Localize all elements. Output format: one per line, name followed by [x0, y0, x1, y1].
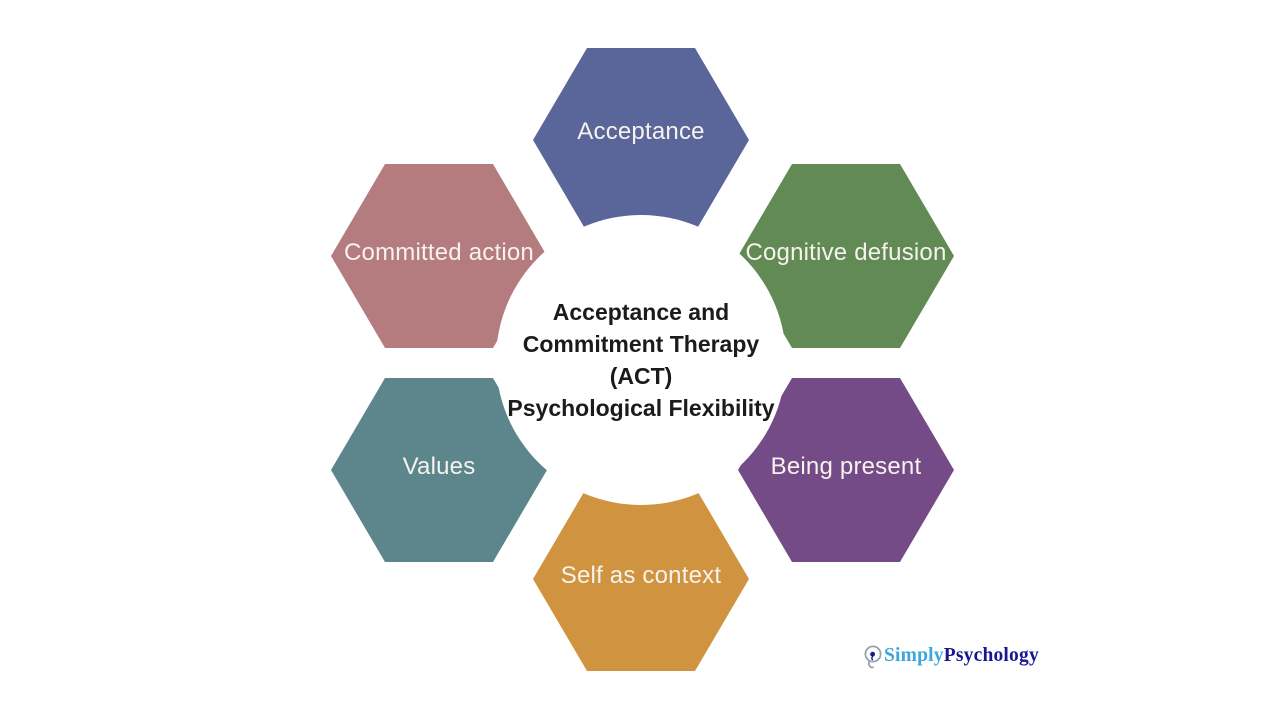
logo-text-psychology: Psychology [943, 645, 1039, 666]
center-circle: Acceptance and Commitment Therapy (ACT) … [496, 215, 786, 505]
center-title-line-4: Psychological Flexibility [507, 395, 775, 421]
hexagon-label-self-as-context: Self as context [560, 562, 722, 589]
head-profile-icon [864, 645, 882, 668]
logo-text-simply: Simply [884, 645, 944, 666]
hexagon-label-acceptance: Acceptance [577, 118, 705, 145]
center-title: Acceptance and Commitment Therapy (ACT) … [507, 296, 774, 424]
hexagon-label-values: Values [402, 453, 476, 480]
hexagon-label-being-present: Being present [770, 453, 922, 480]
hexagon-label-cognitive-defusion: Cognitive defusion [745, 239, 947, 266]
hexagon-acceptance: Acceptance [533, 48, 749, 232]
hexagon-self-as-context: Self as context [533, 487, 749, 671]
logo-text: SimplyPsychology [884, 645, 1039, 667]
center-title-line-2: Commitment Therapy [522, 331, 760, 357]
hexagon-label-committed-action: Committed action [344, 239, 534, 266]
center-title-line-3: (ACT) [609, 363, 673, 389]
simply-psychology-logo[interactable]: SimplyPsychology [863, 642, 1039, 670]
center-title-line-1: Acceptance and [552, 299, 730, 325]
